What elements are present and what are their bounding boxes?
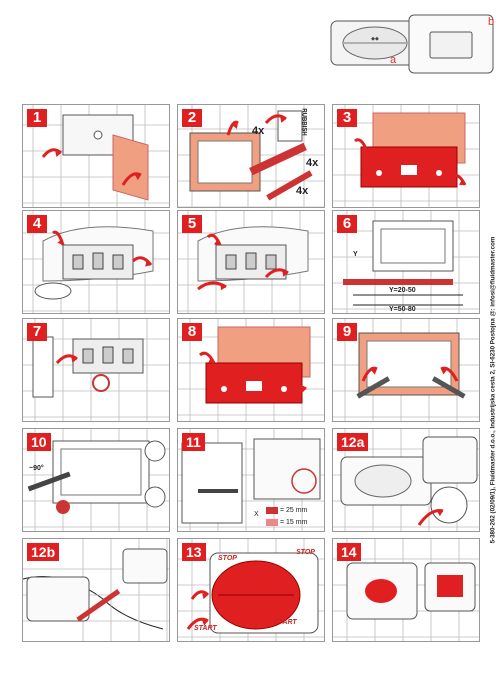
qty-4x-label-2: 4x [306, 157, 319, 169]
product-b-label: b [488, 16, 495, 28]
step-1-panel: 1 [22, 104, 170, 208]
step-1-illustration [23, 105, 169, 207]
step-14-panel: 14 [332, 538, 480, 642]
step-6-number: 6 [337, 215, 357, 233]
step-6-illustration [333, 211, 479, 313]
y-label: Y [353, 251, 358, 258]
angle-label: ~90° [29, 465, 44, 472]
y-range-2: Y=50-80 [389, 306, 416, 313]
step-5-number: 5 [182, 215, 202, 233]
step-1-number: 1 [27, 109, 47, 127]
step-11-illustration [178, 429, 324, 531]
step-12a-panel: 12a [332, 428, 480, 532]
y-range-1: Y=20-50 [389, 287, 416, 294]
product-a-image: ◆◆ [330, 20, 420, 66]
step-11-number: 11 [182, 433, 205, 451]
step-9-number: 9 [337, 323, 357, 341]
dim-15-label: = 15 mm [280, 519, 308, 526]
step-12b-illustration [23, 539, 169, 641]
step-2-illustration [178, 105, 324, 207]
step-13-illustration [178, 539, 324, 641]
x-label: X [254, 511, 259, 518]
product-b-image [408, 14, 494, 74]
step-13-number: 13 [182, 543, 206, 561]
step-3-illustration [333, 105, 479, 207]
dim-25-label: = 25 mm [280, 507, 308, 514]
step-8-panel: 8 [177, 318, 325, 422]
step-12b-panel: 12b [22, 538, 170, 642]
step-10-number: 10 [27, 433, 51, 451]
step-9-panel: 9 [332, 318, 480, 422]
step-2-panel: 2 4x 4x 4x RUBBISH [177, 104, 325, 208]
stop-label-1: STOP [218, 555, 237, 562]
step-8-number: 8 [182, 323, 202, 341]
svg-text:◆◆: ◆◆ [371, 36, 379, 42]
step-8-illustration [178, 319, 324, 421]
product-a-label: a [390, 54, 397, 66]
qty-4x-label-3: 4x [296, 185, 309, 197]
step-4-illustration [23, 211, 169, 313]
stop-label-2: STOP [296, 549, 315, 556]
step-7-panel: 7 [22, 318, 170, 422]
step-7-number: 7 [27, 323, 47, 341]
step-10-illustration [23, 429, 169, 531]
step-4-number: 4 [27, 215, 47, 233]
footer-legal-text: 5-380-262 (02/09/1), Fluidmaster d.o.o.,… [489, 236, 497, 544]
step-9-illustration [333, 319, 479, 421]
step-14-illustration [333, 539, 479, 641]
start-label-1: START [194, 625, 217, 632]
step-14-number: 14 [337, 543, 361, 561]
step-4-panel: 4 [22, 210, 170, 314]
step-12b-number: 12b [27, 543, 60, 561]
start-label-2: START [274, 619, 297, 626]
step-5-panel: 5 [177, 210, 325, 314]
step-12a-illustration [333, 429, 479, 531]
step-12a-number: 12a [337, 433, 369, 451]
step-3-number: 3 [337, 109, 357, 127]
step-2-number: 2 [182, 109, 202, 127]
step-5-illustration [178, 211, 324, 313]
step-3-panel: 3 [332, 104, 480, 208]
step-10-panel: 10 ~90° [22, 428, 170, 532]
rubbish-label: RUBBISH [300, 108, 307, 136]
qty-4x-label-1: 4x [252, 125, 265, 137]
